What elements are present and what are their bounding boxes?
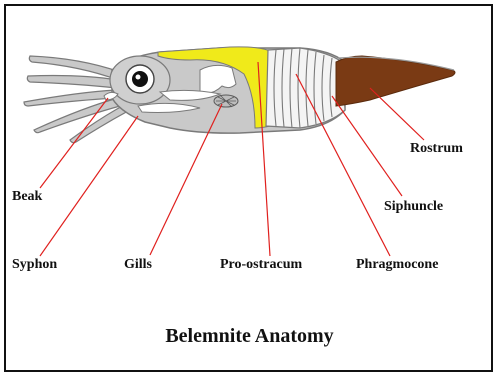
label-phragmocone: Phragmocone bbox=[356, 258, 438, 272]
label-rostrum: Rostrum bbox=[410, 142, 463, 156]
leader-syphon bbox=[40, 116, 138, 256]
label-siphuncle: Siphuncle bbox=[384, 200, 443, 214]
label-syphon: Syphon bbox=[12, 258, 57, 272]
leader-rostrum bbox=[370, 88, 424, 140]
label-pro-ostracum: Pro-ostracum bbox=[220, 258, 302, 272]
leader-beak bbox=[40, 98, 108, 188]
label-gills: Gills bbox=[124, 258, 152, 272]
eye bbox=[126, 65, 154, 93]
diagram-title: Belemnite Anatomy bbox=[0, 326, 499, 346]
gills-shape bbox=[214, 95, 238, 107]
rostrum-shape bbox=[336, 56, 455, 106]
label-beak: Beak bbox=[12, 190, 42, 204]
leader-siphuncle bbox=[332, 96, 402, 196]
